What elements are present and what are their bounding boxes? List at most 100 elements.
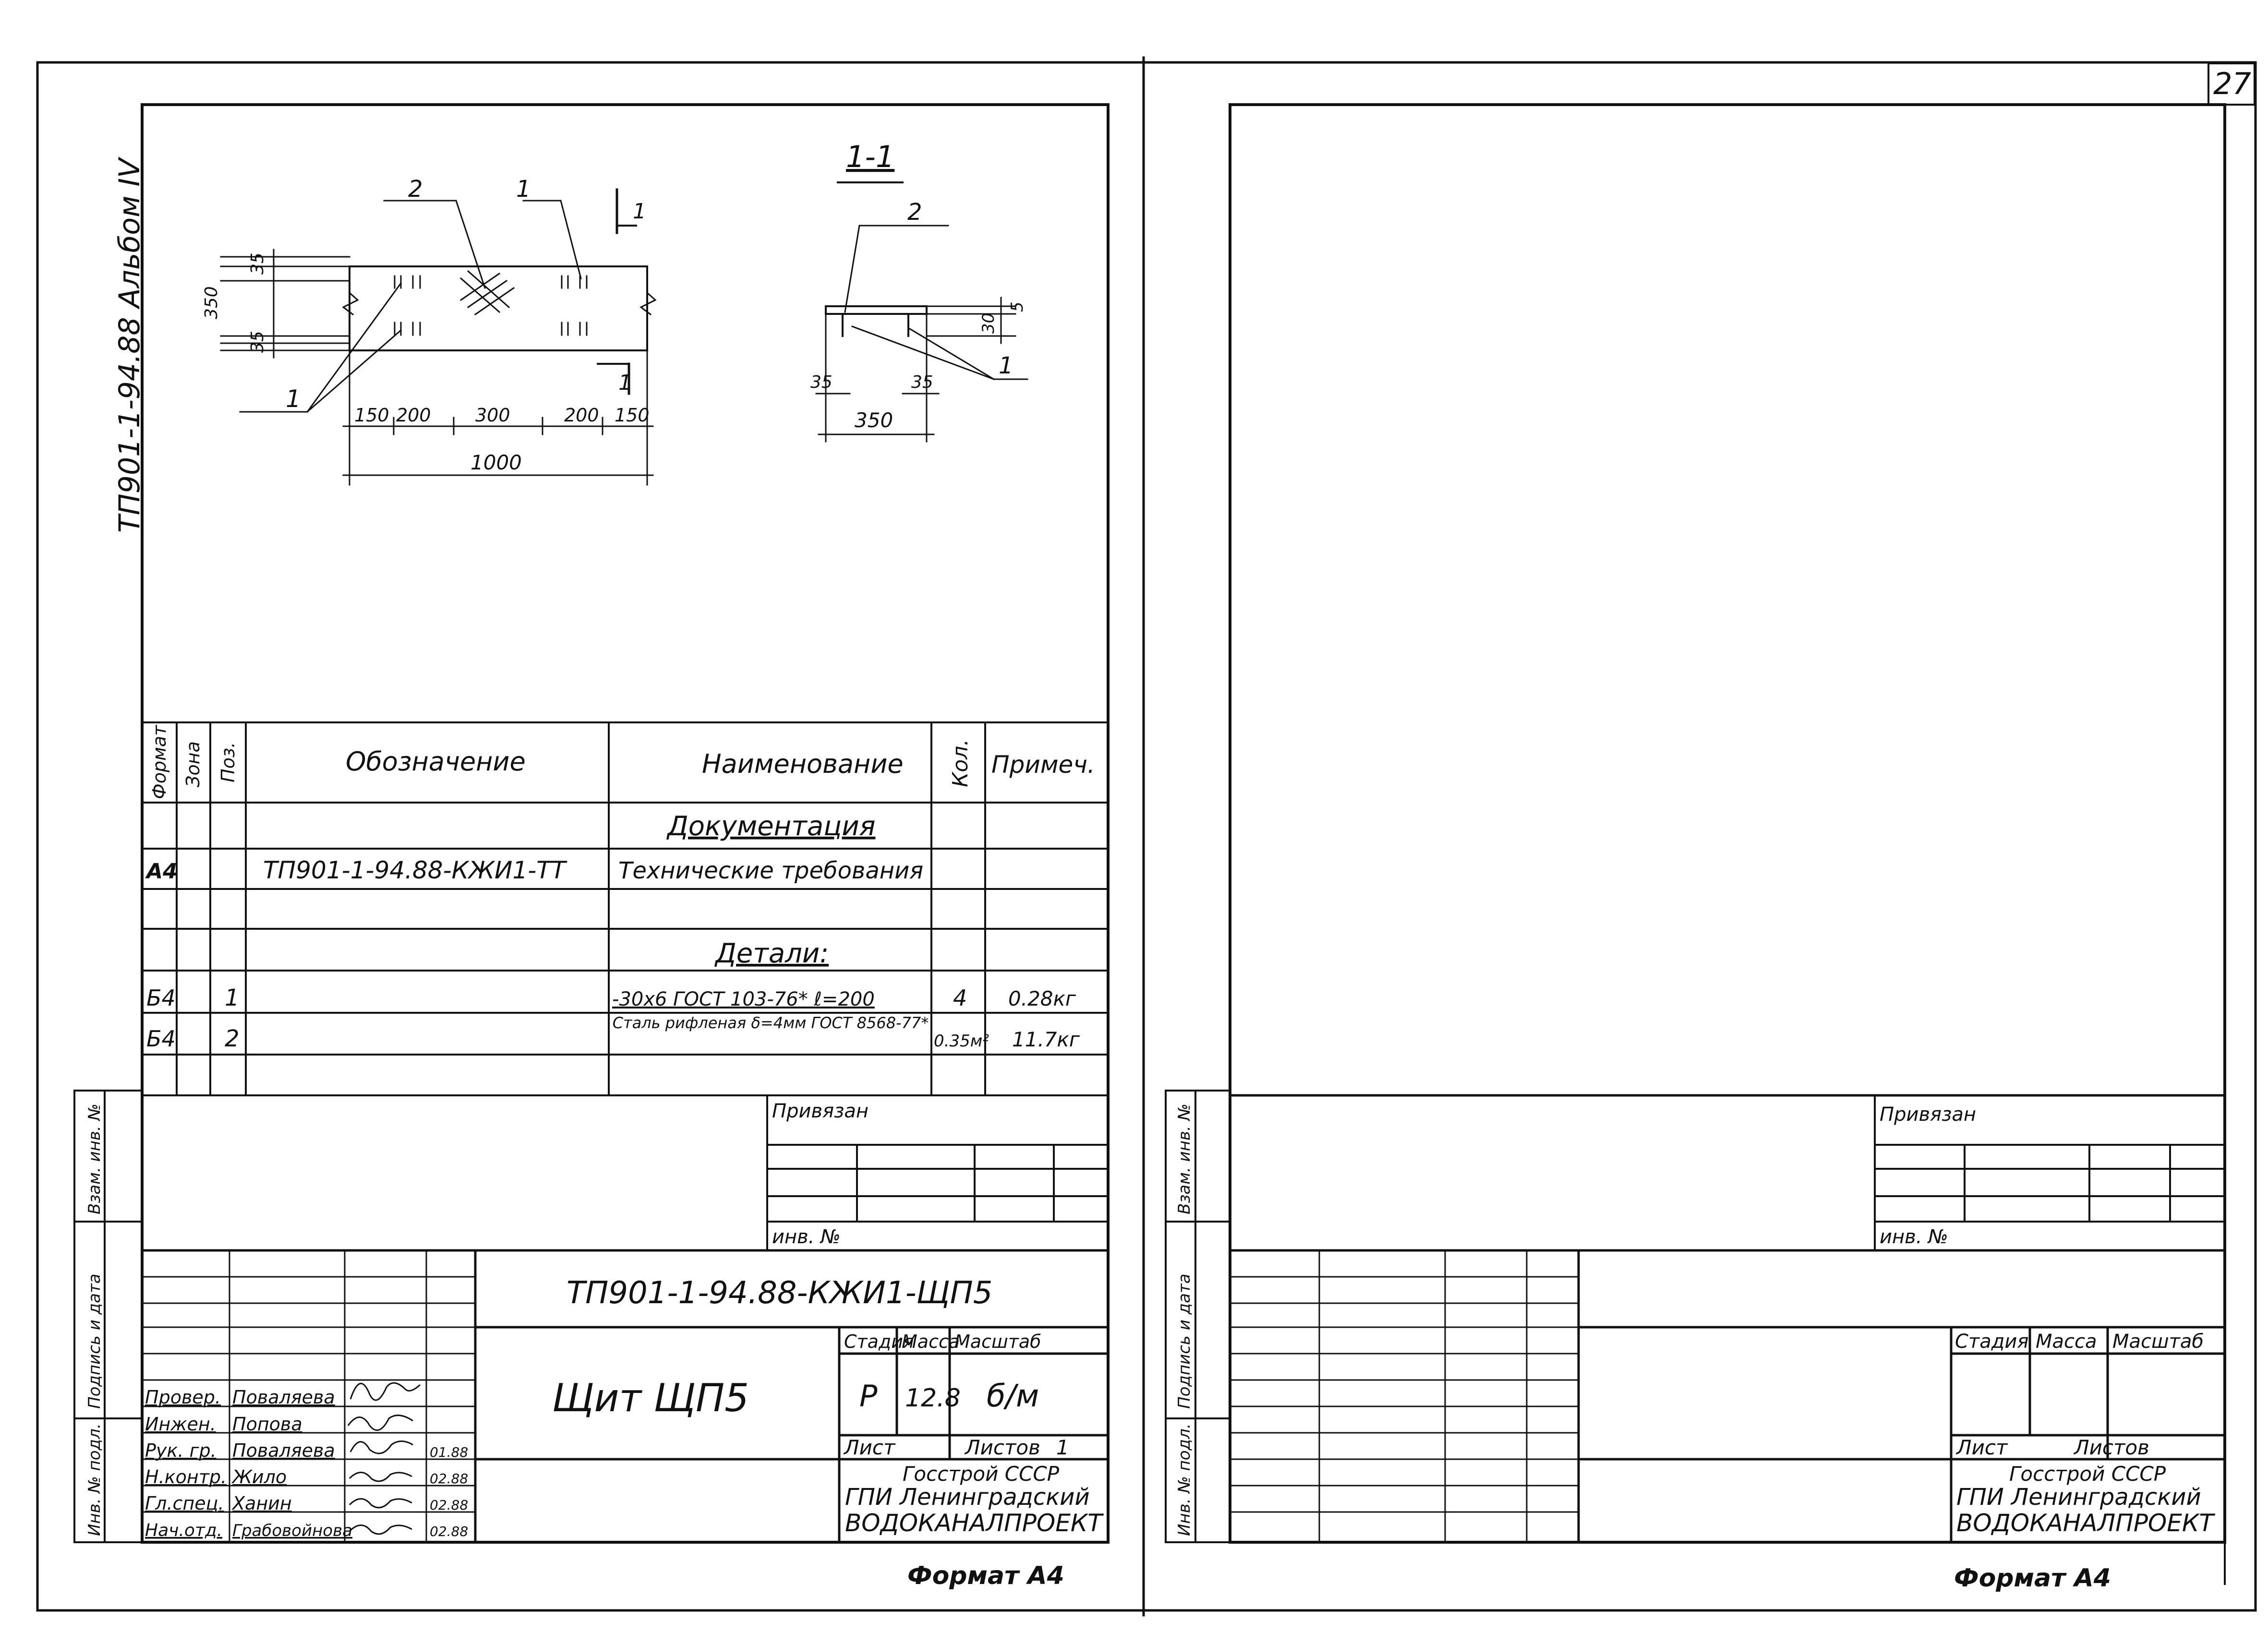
plan-callout-1-top: 1 [516,176,531,203]
right-format-label: Формат А4 [1954,1564,2111,1593]
plan-dim-300: 300 [475,405,510,426]
left-sheets-value: 1 [1056,1436,1069,1459]
spec-header-qty: Кол. [948,739,973,787]
person-date-6: 02.88 [430,1524,468,1539]
right-mass-label: Масса [2036,1331,2097,1353]
right-title-block-lines [1229,1249,2226,1544]
right-org-line3: ВОДОКАНАЛПРОЕКТ [1956,1509,2215,1537]
left-title-block-lines [141,1249,1110,1544]
left-privyazan-lines [766,1094,1109,1251]
spec-header-name: Наименование [702,749,904,779]
person-role-2: Инжен. [145,1414,216,1435]
left-sheet-label: Лист [843,1436,896,1459]
section-drawing-lines [815,181,1028,443]
right-privyazan-label: Привязан [1880,1104,1976,1126]
plan-dim-350: 350 [202,286,221,319]
section-title: 1-1 [846,139,894,174]
page-number-box [2208,62,2256,106]
spec-header-note: Примеч. [991,751,1095,779]
spec-header-format: Формат [149,724,170,799]
plan-dim-35-top: 35 [248,252,267,275]
left-people-grid-lines [141,1249,476,1543]
spec-row-4-name: -30x6 ГОСТ 103-76* ℓ=200 [612,988,875,1010]
spec-header-pos: Поз. [217,742,239,782]
plan-section-mark-bottom: 1 [618,371,632,395]
section-dim-35-left: 35 [810,372,832,392]
right-people-grid-lines [1229,1249,1580,1543]
plan-drawing-lines [220,188,657,486]
spec-row-5-pos: 2 [225,1025,240,1052]
spec-header-zone: Зона [182,741,204,787]
plan-dim-150-right: 150 [615,405,650,426]
section-dim-5: 5 [1008,301,1027,312]
person-role-3: Рук. гр. [145,1440,217,1461]
person-role-4: Н.контр. [145,1466,227,1488]
person-name-4: Жило [231,1466,287,1488]
left-signatures [347,1382,421,1535]
plan-dim-total: 1000 [470,451,522,474]
spec-row-1-name: Технические требования [618,857,923,884]
left-privyazan-label: Привязан [772,1100,869,1122]
spec-row-5-qty: 0.35м² [934,1032,989,1051]
section-dim-30: 30 [979,313,998,334]
person-role-5: Гл.спец. [145,1493,224,1514]
right-stamp-vzam: Взам. инв. № [1175,1104,1194,1214]
left-sheets-label: Листов [964,1436,1040,1459]
page-number: 27 [2213,66,2251,101]
spec-row-1-format: А4 [145,859,178,884]
left-org-line1: Госстрой СССР [903,1462,1060,1486]
right-privyazan-lines [1229,1094,2226,1251]
person-name-6: Грабовойнова [232,1521,352,1540]
left-org-line3: ВОДОКАНАЛПРОЕКТ [845,1509,1104,1537]
left-mass-value: 12.8 [905,1384,961,1413]
left-stamp-inv: Инв. № подл. [85,1423,104,1536]
right-side-stamp-lines [1165,1090,1231,1543]
right-scale-label: Масштаб [2112,1331,2204,1353]
person-date-3: 01.88 [430,1444,468,1460]
right-inv-no-label: инв. № [1880,1226,1948,1248]
page-outer-frame [36,61,2257,1612]
section-dim-35-right: 35 [911,372,933,392]
left-side-stamp-lines [73,1090,143,1543]
left-scale-label: Масштаб [954,1331,1041,1352]
person-role-1: Провер. [145,1387,221,1408]
left-stage-label: Стадия [844,1331,914,1352]
plan-dim-200-left: 200 [396,405,431,426]
left-inv-no-label: инв. № [772,1226,841,1248]
plan-dim-150-left: 150 [354,405,389,426]
left-scale-value: б/м [987,1379,1039,1414]
spec-row-4-qty: 4 [953,985,967,1011]
person-name-3: Поваляева [232,1440,335,1461]
spec-row-5-name: Сталь рифленая δ=4мм ГОСТ 8568-77* [612,1014,929,1032]
spec-row-5-format: Б4 [146,1026,176,1052]
section-callout-2: 2 [907,199,922,226]
spec-row-4-note: 0.28кг [1008,987,1076,1010]
section-callout-1: 1 [999,352,1013,379]
section-dim-350: 350 [855,408,893,432]
spec-row-5-note: 11.7кг [1012,1028,1080,1051]
right-stamp-podpis: Подпись и дата [1175,1273,1194,1409]
plan-dim-35-bottom: 35 [248,331,267,353]
right-sheet-label: Лист [1955,1436,2008,1459]
right-sheets-label: Листов [2073,1436,2149,1459]
spec-header-designation: Обозначение [346,746,526,777]
left-stage-value: Р [859,1379,878,1414]
spec-row-4-format: Б4 [146,985,176,1011]
spec-row-details-heading: Детали: [714,938,829,969]
plan-dim-200-right: 200 [564,405,599,426]
person-date-5: 02.88 [430,1497,468,1513]
person-name-1: Поваляева [232,1387,335,1408]
person-date-4: 02.88 [430,1471,468,1487]
right-stage-label: Стадия [1955,1331,2028,1353]
left-format-label: Формат А4 [907,1561,1064,1590]
person-name-2: Попова [232,1414,302,1435]
plan-section-mark-top: 1 [633,199,646,224]
spec-table-lines [141,721,1109,1096]
left-stamp-vzam: Взам. инв. № [85,1104,104,1214]
right-org-line1: Госстрой СССР [2009,1462,2166,1486]
spec-row-1-designation: ТП901-1-94.88-КЖИ1-ТТ [263,856,567,884]
left-title-code: ТП901-1-94.88-КЖИ1-ЩП5 [567,1275,993,1311]
left-sheet-frame [141,103,1110,1544]
left-mass-label: Масса [902,1331,960,1352]
